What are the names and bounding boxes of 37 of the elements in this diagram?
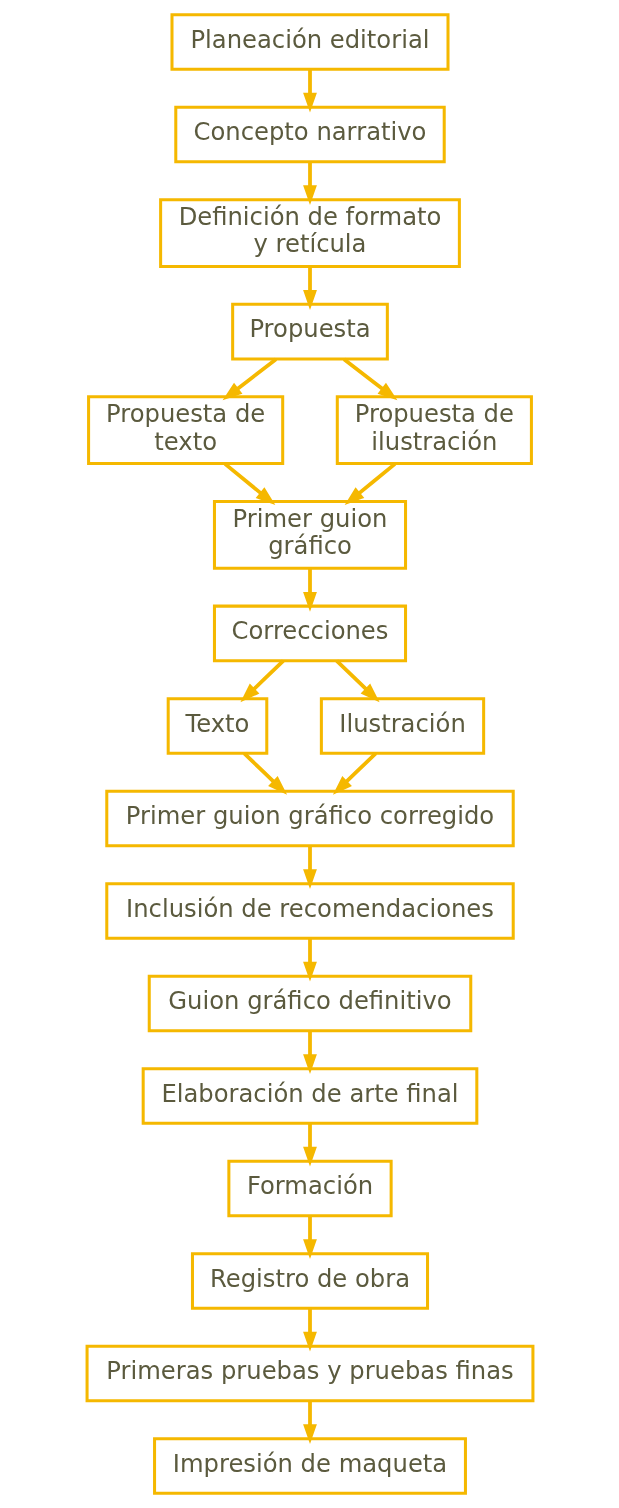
arrow (344, 462, 396, 506)
arrow (342, 357, 397, 401)
arrow (334, 659, 380, 703)
node-box: Definición de formato y retícula (158, 198, 461, 268)
arrow (302, 1030, 317, 1075)
node-box: Elaboración de arte final (141, 1067, 478, 1125)
arrow (223, 462, 275, 506)
arrow (302, 1215, 317, 1260)
node-box: Guion gráfico definitivo (147, 974, 472, 1033)
arrow (239, 659, 285, 703)
node-box: Planeación editorial (169, 13, 450, 71)
node-box: Formación (226, 1159, 393, 1218)
arrow (302, 568, 317, 612)
arrow (242, 752, 287, 795)
node-box: Inclusión de recomendaciones (104, 882, 515, 940)
arrow (302, 1123, 317, 1167)
arrow (222, 357, 277, 401)
node-box: Ilustración (319, 697, 485, 755)
node-box: Correcciones (212, 604, 407, 663)
arrow (302, 938, 317, 982)
arrow (302, 266, 317, 310)
node-box: Propuesta (230, 302, 389, 361)
node-box: Propuesta de texto (86, 395, 284, 466)
arrow (302, 1308, 317, 1352)
node-box: Registro de obra (190, 1252, 429, 1310)
node-box: Impresión de maqueta (152, 1437, 467, 1495)
node-box: Texto (166, 697, 268, 755)
arrow (302, 162, 317, 206)
node-box: Primeras pruebas y pruebas finas (85, 1344, 534, 1403)
node-box: Propuesta de ilustración (335, 395, 533, 466)
node-box: Primer guion gráfico (212, 499, 407, 570)
node-box: Concepto narrativo (173, 105, 446, 164)
arrow (302, 1400, 317, 1445)
node-box: Primer guion gráfico corregido (104, 789, 515, 848)
arrow (302, 69, 317, 113)
arrow (332, 752, 377, 795)
arrow (302, 845, 317, 890)
